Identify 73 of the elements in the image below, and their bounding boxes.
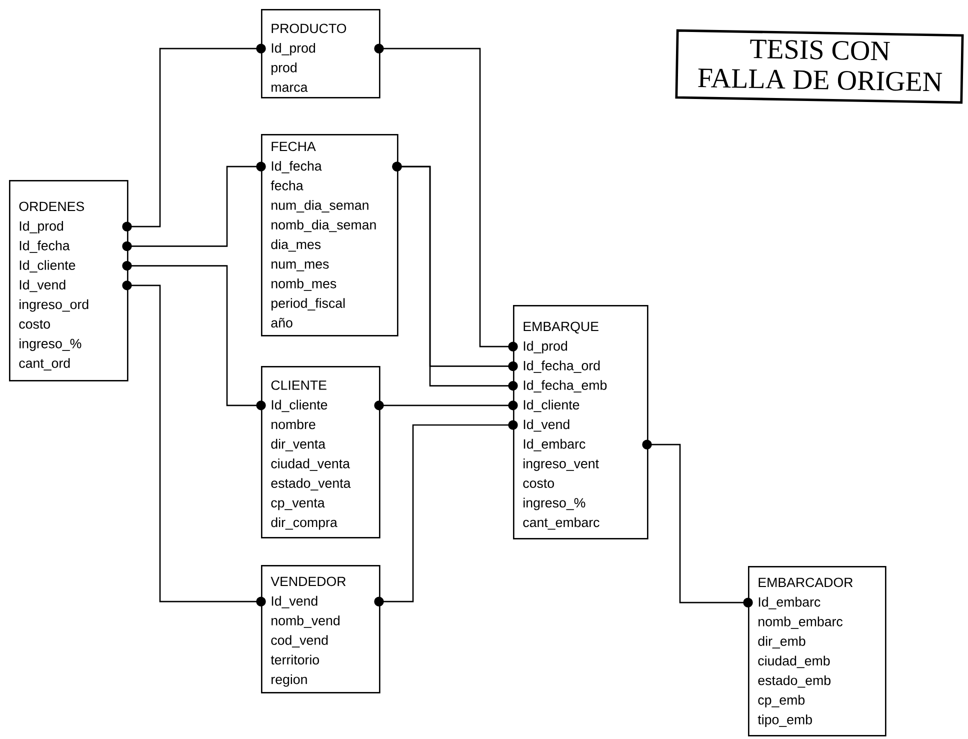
table-box	[261, 565, 380, 694]
field-name: cod_vend	[271, 635, 328, 648]
field-name: nomb_vend	[272, 616, 340, 628]
field-name: num_mes	[272, 261, 329, 272]
field-name: Id_fecha	[20, 240, 70, 253]
table-title: FECHA	[272, 142, 316, 152]
field-name: dir_emb	[758, 636, 806, 648]
field-name: nombre	[272, 419, 316, 430]
field-name: cp_venta	[271, 498, 325, 510]
connector-line	[642, 440, 753, 608]
field-name: Id_vend	[524, 419, 570, 432]
table-box	[9, 180, 128, 382]
field-name: cp_emb	[758, 694, 805, 708]
field-name: dir_compra	[271, 517, 338, 530]
table-title: EMBARCADOR	[758, 578, 853, 588]
field-name: cant_ord	[19, 358, 70, 370]
field-name: costo	[19, 320, 50, 329]
field-name: num_dia_seman	[272, 200, 368, 212]
field-name: Id_cliente	[20, 260, 76, 272]
field-name: Id_fecha_emb	[524, 380, 607, 392]
connector-line	[122, 44, 266, 232]
field-name: nomb_dia_seman	[272, 220, 376, 232]
field-name: nomb_embarc	[758, 616, 843, 629]
table-title: EMBARQUE	[524, 322, 598, 334]
field-name: Id_fecha_ord	[524, 360, 600, 373]
field-name: tipo_emb	[758, 714, 812, 727]
table-box	[261, 9, 380, 98]
field-name: dia_mes	[271, 239, 321, 252]
field-name: Id_fecha	[272, 160, 322, 174]
connector-line	[374, 400, 518, 410]
field-name: Id_prod	[272, 42, 316, 56]
field-name: region	[272, 674, 307, 687]
connector-line	[374, 44, 518, 352]
field-name: ingreso_vent	[524, 458, 599, 471]
field-name: Id_embarc	[758, 596, 820, 610]
field-name: ciudad_emb	[758, 656, 830, 668]
field-name: period_fiscal	[272, 298, 345, 311]
field-name: Id_vend	[20, 280, 66, 292]
table-box	[748, 566, 886, 736]
table-title: PRODUCTO	[272, 24, 346, 34]
table-box	[513, 305, 648, 540]
field-name: estado_venta	[271, 478, 351, 490]
field-name: cant_embarc	[523, 517, 600, 530]
field-name: Id_vend	[272, 596, 318, 608]
field-name: estado_emb	[758, 675, 830, 688]
stamp-text: TESIS CON	[750, 40, 890, 60]
field-name: Id_cliente	[524, 400, 580, 412]
field-name: ingreso_%	[20, 338, 82, 351]
field-name: Id_prod	[20, 220, 64, 234]
field-name: ciudad_venta	[271, 458, 350, 471]
field-name: dir_venta	[271, 438, 326, 452]
connector-line	[122, 162, 266, 251]
field-name: ingreso_%	[524, 498, 586, 510]
table-title: ORDENES	[19, 202, 84, 212]
field-name: costo	[523, 479, 554, 488]
table-box	[261, 134, 398, 336]
stamp-text: FALLA DE ORIGEN	[698, 68, 942, 92]
connector-line	[122, 280, 266, 606]
field-name: fecha	[270, 180, 304, 190]
field-name: ingreso_ord	[20, 299, 88, 312]
connector-line	[122, 261, 266, 410]
table-box	[261, 366, 380, 538]
field-name: marca	[272, 84, 308, 92]
connector-line	[374, 420, 518, 606]
field-name: Id_embarc	[524, 438, 586, 452]
field-name: Id_cliente	[272, 400, 328, 412]
field-name: nomb_mes	[272, 278, 336, 291]
table-title: VENDEDOR	[270, 576, 346, 586]
field-name: territorio	[270, 654, 319, 665]
field-name: Id_prod	[524, 340, 568, 354]
field-name: prod	[272, 62, 296, 75]
table-title: CLIENTE	[271, 380, 326, 390]
field-name: año	[271, 318, 292, 328]
